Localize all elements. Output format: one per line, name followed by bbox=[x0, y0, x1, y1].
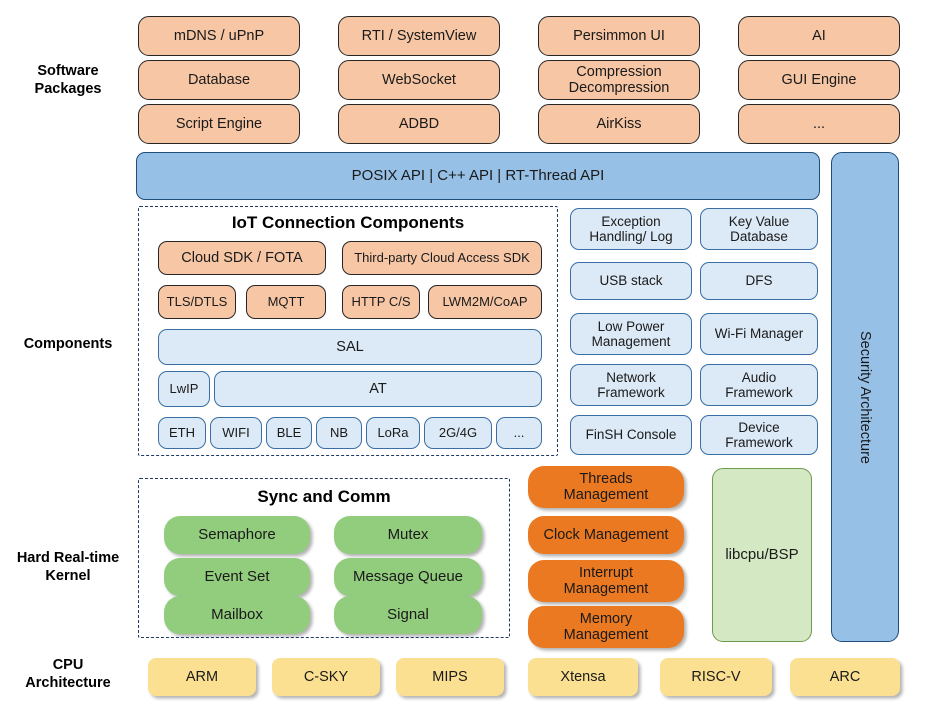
sync-and-comm-title: Sync and Comm bbox=[257, 487, 391, 506]
iot-box-third-party-cloud[interactable]: Third-party Cloud Access SDK bbox=[342, 241, 542, 275]
component-key-value-database[interactable]: Key Value Database bbox=[700, 208, 818, 250]
software-package-box[interactable]: Database bbox=[138, 60, 300, 100]
iot-link-ble[interactable]: BLE bbox=[266, 417, 312, 449]
libcpu-bsp-box[interactable]: libcpu/BSP bbox=[712, 468, 812, 642]
iot-link-nb[interactable]: NB bbox=[316, 417, 362, 449]
cpu-arch-arc[interactable]: ARC bbox=[790, 658, 900, 696]
kernel-threads-management[interactable]: Threads Management bbox=[528, 466, 684, 508]
component-network-framework[interactable]: Network Framework bbox=[570, 364, 692, 406]
iot-box-lwm2m-coap[interactable]: LWM2M/CoAP bbox=[428, 285, 542, 319]
software-package-box[interactable]: GUI Engine bbox=[738, 60, 900, 100]
component-usb-stack[interactable]: USB stack bbox=[570, 262, 692, 300]
cpu-arch-c-sky[interactable]: C-SKY bbox=[272, 658, 380, 696]
component-dfs[interactable]: DFS bbox=[700, 262, 818, 300]
cpu-arch-risc-v[interactable]: RISC-V bbox=[660, 658, 772, 696]
kernel-sync-mutex[interactable]: Mutex bbox=[334, 516, 482, 554]
iot-link-lora[interactable]: LoRa bbox=[366, 417, 420, 449]
software-package-box[interactable]: Persimmon UI bbox=[538, 16, 700, 56]
software-package-box[interactable]: AI bbox=[738, 16, 900, 56]
security-architecture-bar[interactable]: Security Architecture bbox=[831, 152, 899, 642]
iot-link-2g-4g[interactable]: 2G/4G bbox=[424, 417, 492, 449]
kernel-sync-event-set[interactable]: Event Set bbox=[164, 558, 310, 596]
software-package-box[interactable]: ... bbox=[738, 104, 900, 144]
row-label-cpu-architecture: CPU Architecture bbox=[25, 657, 111, 692]
iot-box-cloud-sdk[interactable]: Cloud SDK / FOTA bbox=[158, 241, 326, 275]
api-bar[interactable]: POSIX API | C++ API | RT-Thread API bbox=[136, 152, 820, 200]
software-package-box[interactable]: RTI / SystemView bbox=[338, 16, 500, 56]
component-wifi-manager[interactable]: Wi-Fi Manager bbox=[700, 313, 818, 355]
security-architecture-label: Security Architecture bbox=[857, 330, 874, 464]
iot-link-eth[interactable]: ETH bbox=[158, 417, 206, 449]
iot-link-more[interactable]: ... bbox=[496, 417, 542, 449]
software-package-box[interactable]: Compression Decompression bbox=[538, 60, 700, 100]
row-label-components: Components bbox=[23, 336, 113, 352]
component-low-power-management[interactable]: Low Power Management bbox=[570, 313, 692, 355]
kernel-sync-signal[interactable]: Signal bbox=[334, 596, 482, 634]
kernel-interrupt-management[interactable]: Interrupt Management bbox=[528, 560, 684, 602]
iot-box-sal[interactable]: SAL bbox=[158, 329, 542, 365]
sync-and-comm-group bbox=[138, 478, 510, 638]
iot-box-at[interactable]: AT bbox=[214, 371, 542, 407]
software-package-box[interactable]: WebSocket bbox=[338, 60, 500, 100]
iot-box-lwip[interactable]: LwIP bbox=[158, 371, 210, 407]
component-device-framework[interactable]: Device Framework bbox=[700, 415, 818, 455]
iot-group-title: IoT Connection Components bbox=[231, 213, 465, 232]
software-package-box[interactable]: AirKiss bbox=[538, 104, 700, 144]
iot-box-http-cs[interactable]: HTTP C/S bbox=[342, 285, 420, 319]
software-package-box[interactable]: Script Engine bbox=[138, 104, 300, 144]
cpu-arch-arm[interactable]: ARM bbox=[148, 658, 256, 696]
component-audio-framework[interactable]: Audio Framework bbox=[700, 364, 818, 406]
cpu-arch-mips[interactable]: MIPS bbox=[396, 658, 504, 696]
cpu-arch-xtensa[interactable]: Xtensa bbox=[528, 658, 638, 696]
component-exception-handling-log[interactable]: Exception Handling/ Log bbox=[570, 208, 692, 250]
component-finsh-console[interactable]: FinSH Console bbox=[570, 415, 692, 455]
software-package-box[interactable]: mDNS / uPnP bbox=[138, 16, 300, 56]
kernel-sync-message-queue[interactable]: Message Queue bbox=[334, 558, 482, 596]
iot-box-tls-dtls[interactable]: TLS/DTLS bbox=[158, 285, 236, 319]
kernel-sync-semaphore[interactable]: Semaphore bbox=[164, 516, 310, 554]
kernel-sync-mailbox[interactable]: Mailbox bbox=[164, 596, 310, 634]
row-label-software-packages: Software Packages bbox=[34, 63, 102, 98]
iot-link-wifi[interactable]: WIFI bbox=[210, 417, 262, 449]
software-package-box[interactable]: ADBD bbox=[338, 104, 500, 144]
kernel-clock-management[interactable]: Clock Management bbox=[528, 516, 684, 554]
iot-connection-components-group bbox=[138, 206, 558, 456]
kernel-memory-management[interactable]: Memory Management bbox=[528, 606, 684, 648]
iot-box-mqtt[interactable]: MQTT bbox=[246, 285, 326, 319]
row-label-kernel: Hard Real-time Kernel bbox=[16, 550, 120, 585]
